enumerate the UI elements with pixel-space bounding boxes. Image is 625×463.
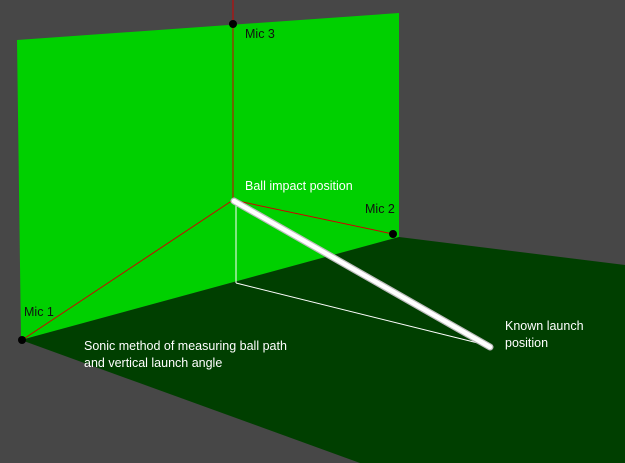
mic1-line [21,199,234,341]
mic2-line [232,199,394,235]
impact-label: Ball impact position [245,179,353,193]
mic2-label: Mic 2 [365,202,395,216]
mic1-marker [18,336,26,344]
ground-projection-line [235,282,491,347]
mic3-label: Mic 3 [245,27,275,41]
mic1-label: Mic 1 [24,305,54,319]
ground-plane [21,237,625,463]
caption-line1: Sonic method of measuring ball path [84,339,287,353]
ball-path [231,198,493,350]
mic2-marker [389,230,397,238]
caption-line2: and vertical launch angle [84,356,222,370]
launch-label-line1: Known launch [505,319,584,333]
mic3-marker [229,20,237,28]
launch-label-line2: position [505,336,548,350]
target-wall [17,13,399,340]
